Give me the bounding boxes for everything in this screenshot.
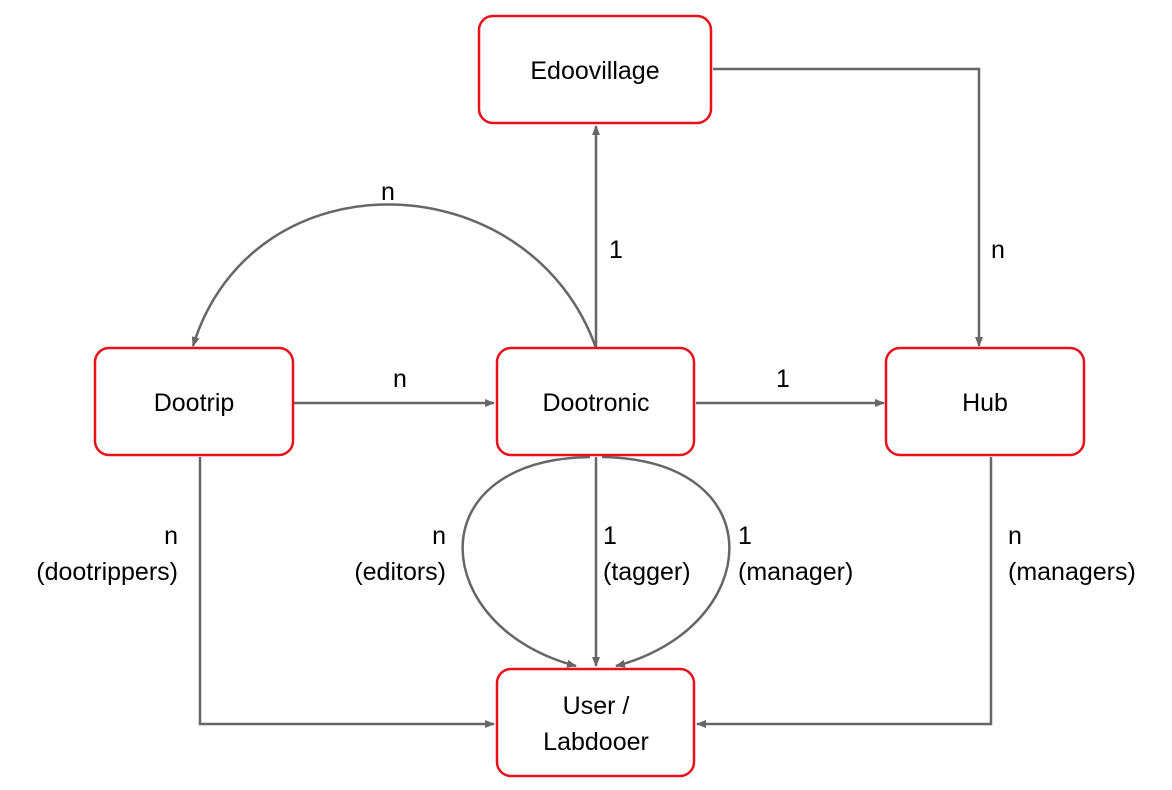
edge-dootronic-to-dootrip	[191, 203, 598, 349]
node-user-label-line1: User /	[563, 692, 630, 720]
edge-label-dootronic-to-edoovillage: 1	[609, 236, 623, 264]
node-dootrip-box	[93, 346, 295, 457]
edge-label-editors-cardinality: n	[432, 522, 446, 550]
node-hub-label: Hub	[962, 389, 1008, 417]
edge-labels: n 1 n n 1 n (dootrippers) n (editors) 1 …	[36, 178, 1136, 586]
node-edoovillage: Edoovillage	[477, 14, 713, 125]
edge-label-tagger-cardinality: 1	[603, 522, 617, 550]
edge-edoovillage-to-hub	[713, 67, 983, 347]
edge-dootronic-manager-to-user	[601, 455, 731, 668]
node-hub: Hub	[884, 346, 1086, 457]
edge-label-tagger-role: (tagger)	[603, 558, 691, 586]
node-dootronic: Dootronic	[495, 346, 696, 457]
node-dootronic-box	[495, 346, 696, 457]
node-hub-box	[884, 346, 1086, 457]
edge-label-dootrip-to-user-cardinality: n	[164, 522, 178, 550]
edge-label-hub-to-user-cardinality: n	[1008, 522, 1022, 550]
edge-dootrip-to-user	[198, 457, 495, 728]
node-user-label-line2: Labdooer	[543, 728, 649, 756]
node-edoovillage-label: Edoovillage	[530, 57, 659, 85]
edges	[191, 67, 993, 728]
edge-label-dootrip-to-user-role: (dootrippers)	[36, 558, 178, 586]
node-user: User / Labdooer	[495, 667, 696, 778]
node-dootrip-label: Dootrip	[154, 389, 235, 417]
node-dootronic-label: Dootronic	[543, 389, 650, 417]
edge-label-manager-role: (manager)	[738, 558, 853, 586]
node-edoovillage-box	[477, 14, 713, 125]
node-user-box	[495, 667, 696, 778]
edge-label-edoovillage-to-hub: n	[991, 236, 1005, 264]
edge-hub-to-user	[696, 457, 993, 728]
edge-label-hub-to-user-role: (managers)	[1008, 558, 1136, 586]
edge-label-dootronic-to-dootrip: n	[381, 178, 395, 206]
edge-label-dootrip-to-dootronic: n	[393, 365, 407, 393]
edge-label-manager-cardinality: 1	[738, 522, 752, 550]
node-dootrip: Dootrip	[93, 346, 295, 457]
edge-dootronic-editors-to-user	[461, 455, 591, 668]
edge-label-editors-role: (editors)	[354, 558, 446, 586]
edge-label-dootronic-to-hub: 1	[776, 365, 790, 393]
